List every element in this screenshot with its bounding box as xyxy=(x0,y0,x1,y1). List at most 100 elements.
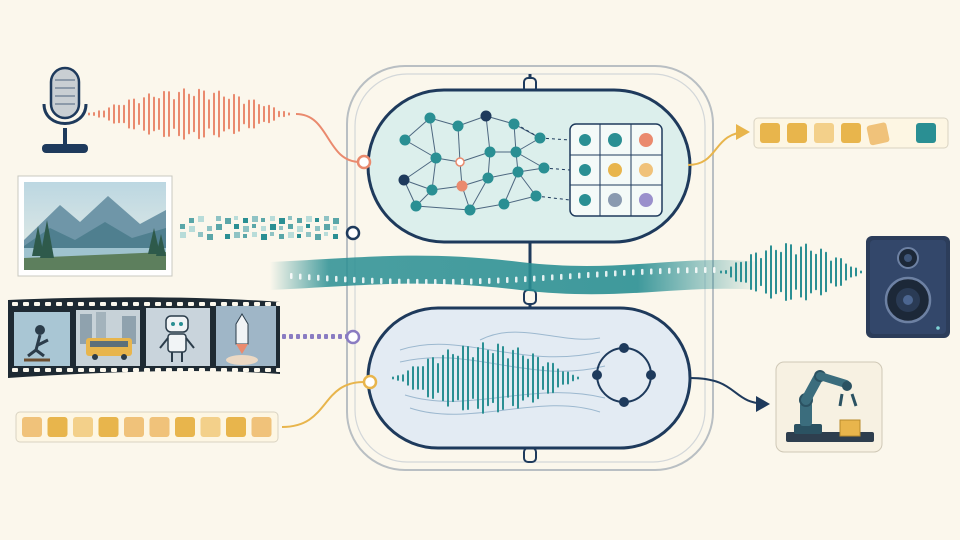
wave-bar xyxy=(502,346,504,410)
audio-input-waveform xyxy=(88,88,290,140)
stream-tick xyxy=(335,275,338,282)
speaker-wave-bar xyxy=(810,250,812,294)
speaker-wave-bar xyxy=(730,266,732,278)
pixel-square xyxy=(207,234,213,240)
wave-bar xyxy=(517,347,519,409)
robot-arm-icon xyxy=(775,361,883,453)
sprocket-hole xyxy=(23,368,29,372)
stream-tick xyxy=(686,267,689,274)
pixel-square xyxy=(261,234,267,240)
stream-tick xyxy=(461,278,464,285)
stream-tick xyxy=(407,278,410,285)
sprocket-hole xyxy=(100,368,106,372)
audio-wave-bar xyxy=(258,103,260,125)
sprocket-hole xyxy=(232,368,238,372)
stream-tick xyxy=(614,270,617,277)
graph-node xyxy=(426,184,438,196)
stream-tick xyxy=(668,267,671,274)
wave-bar xyxy=(417,366,419,390)
audio-wave-bar xyxy=(123,104,125,124)
token-grid-icon xyxy=(569,123,663,217)
wave-bar xyxy=(432,356,434,400)
pixel-square xyxy=(243,218,248,223)
sprocket-hole xyxy=(166,368,172,372)
graph-edge xyxy=(415,205,471,211)
audio-wave-bar xyxy=(213,92,215,136)
stream-tick xyxy=(425,278,428,285)
audio-wave-bar xyxy=(288,112,290,116)
video-dot xyxy=(331,334,335,339)
stream-tick xyxy=(524,276,527,283)
pixel-square xyxy=(324,232,328,236)
graph-node xyxy=(512,166,524,178)
output-token xyxy=(787,123,807,143)
audio-wave-bar xyxy=(128,99,130,129)
landscape-image-icon xyxy=(17,175,173,277)
output-token-row xyxy=(753,117,949,149)
graph-node xyxy=(464,204,476,216)
graph-node xyxy=(484,146,496,158)
audio-wave-bar xyxy=(218,90,220,138)
stream-tick xyxy=(569,273,572,280)
sprocket-hole xyxy=(45,368,51,372)
audio-wave-bar xyxy=(88,112,90,116)
output-token xyxy=(814,123,834,143)
wave-bar xyxy=(577,376,579,380)
audio-wave-bar xyxy=(193,95,195,133)
audio-wave-bar xyxy=(248,99,250,129)
wave-bar xyxy=(442,354,444,402)
action-output-connector xyxy=(689,377,770,412)
stream-tick xyxy=(596,271,599,278)
pixel-square xyxy=(279,226,283,230)
graph-edge xyxy=(403,157,437,181)
video-dot xyxy=(282,334,286,339)
token-output-connector xyxy=(687,124,750,166)
token-input-connector xyxy=(281,381,365,428)
stream-tick xyxy=(578,272,581,279)
sprocket-hole xyxy=(67,302,73,306)
stream-tick xyxy=(713,267,716,274)
input-token xyxy=(22,417,42,437)
wave-bar xyxy=(447,349,449,407)
wave-bar xyxy=(452,353,454,403)
pixel-square xyxy=(252,224,256,228)
graph-node xyxy=(452,120,464,132)
pixel-square xyxy=(252,216,258,222)
video-dot xyxy=(289,334,293,339)
wave-bar xyxy=(397,375,399,381)
speaker-wave-bar xyxy=(740,261,742,283)
wave-bar xyxy=(412,366,414,390)
graph-node xyxy=(398,174,410,186)
sprocket-hole xyxy=(210,368,216,372)
stream-tick xyxy=(326,275,329,282)
graph-node xyxy=(410,200,422,212)
wave-bar xyxy=(437,362,439,394)
sprocket-hole xyxy=(199,302,205,306)
pixel-square xyxy=(189,218,194,223)
graph-link xyxy=(543,167,571,171)
sprocket-hole xyxy=(67,368,73,372)
graph-node xyxy=(455,157,465,167)
sprocket-hole xyxy=(276,368,282,372)
graph-network-icon xyxy=(398,110,571,216)
sprocket-hole xyxy=(56,368,62,372)
graph-node xyxy=(530,190,542,202)
audio-wave-bar xyxy=(173,98,175,130)
speaker-wave-bar xyxy=(820,248,822,296)
stream-tick xyxy=(452,278,455,285)
pixel-square xyxy=(324,216,329,221)
stream-tick xyxy=(371,277,374,284)
graph-edge xyxy=(429,117,437,159)
token-input-port xyxy=(362,374,378,390)
sprocket-hole xyxy=(254,302,260,306)
wave-bar xyxy=(542,366,544,390)
video-dot xyxy=(296,334,300,339)
stream-tick xyxy=(623,269,626,276)
sprocket-hole xyxy=(23,302,29,306)
stream-tick xyxy=(542,275,545,282)
sprocket-hole xyxy=(122,302,128,306)
video-dot xyxy=(310,334,314,339)
sprocket-hole xyxy=(221,368,227,372)
pixel-square xyxy=(288,232,294,238)
input-token xyxy=(226,417,246,437)
